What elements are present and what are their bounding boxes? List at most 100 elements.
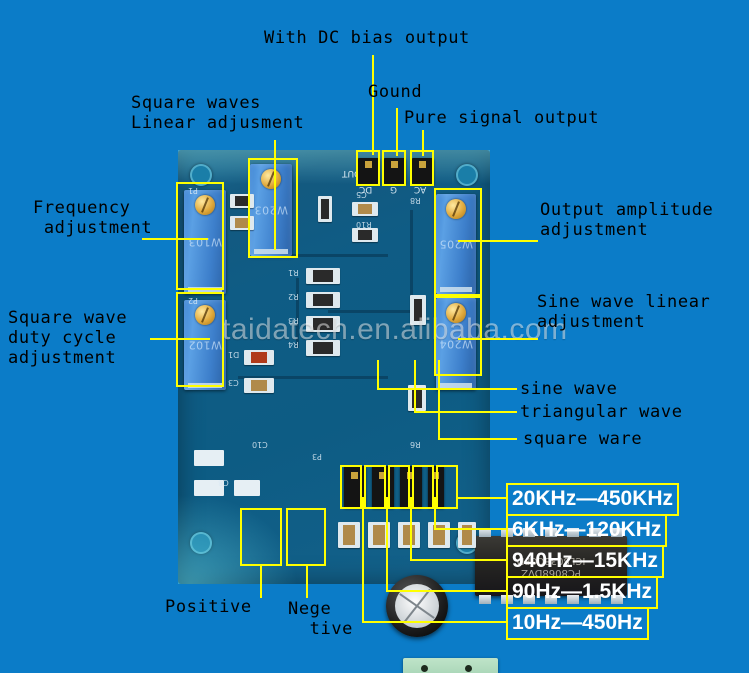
- freq-range-box-1: 20KHz—450KHz: [506, 483, 680, 516]
- highlight-box-sine-linear-pot: [434, 296, 482, 376]
- label-frequency-adjustment: Frequency adjustment: [33, 198, 153, 238]
- refdes-r1: R1: [288, 268, 299, 277]
- pcb-trace: [238, 376, 388, 379]
- pcb-trace: [328, 310, 418, 313]
- leader-range-5-v: [362, 497, 364, 621]
- leader-triangular-v: [414, 360, 416, 412]
- leader-range-4-h: [386, 590, 508, 592]
- label-square-wave-duty-cycle: Square wave duty cycle adjustment: [8, 308, 128, 368]
- refdes-r6: R6: [410, 440, 421, 449]
- highlight-box-dc-pin: [356, 150, 380, 186]
- leader-sine-h: [377, 388, 517, 390]
- smd-resistor: [306, 292, 340, 308]
- trimmer-screw-icon: [446, 303, 466, 323]
- label-square-waves-linear: Square waves Linear adjusment: [131, 93, 305, 133]
- highlight-box-frequency-pot: [176, 182, 224, 290]
- jumper-header-3: [400, 466, 422, 508]
- label-sine-wave: sine wave: [520, 379, 618, 399]
- bottom-capacitor-1: [338, 522, 360, 548]
- leader-sine-linear: [458, 338, 538, 340]
- smd-resistor: [410, 295, 426, 325]
- out-header-ac: [412, 158, 434, 184]
- label-output-amplitude-adjustment: Output amplitude adjustment: [540, 200, 714, 240]
- terminal-hole-2: [465, 665, 472, 672]
- pot-foot: [440, 287, 472, 292]
- label-pure-signal-output: Pure signal output: [404, 108, 600, 128]
- refdes-p3: P3: [312, 452, 322, 461]
- pcb-trace: [410, 210, 413, 330]
- freq-range-box-4: 90Hz—1.5KHz: [506, 576, 659, 609]
- freq-range-box-2: 6KHz—120KHz: [506, 514, 668, 547]
- refdes-d1: D1: [228, 350, 240, 359]
- leader-dc-bias: [372, 55, 374, 155]
- refdes-r3: R3: [288, 316, 299, 325]
- highlight-box-range-3: [388, 465, 410, 509]
- refdes-r8: R8: [410, 196, 421, 205]
- leader-triangular-h: [414, 411, 517, 413]
- leader-ground: [396, 108, 398, 156]
- smd-resistor: [306, 316, 340, 332]
- mounting-hole-bottom-left: [190, 532, 212, 554]
- bottom-capacitor-2: [368, 522, 390, 548]
- label-sine-wave-linear-adjustment: Sine wave linear adjustment: [537, 292, 711, 332]
- pcb-pad: [234, 480, 260, 496]
- out-header-dc: [358, 158, 380, 184]
- leader-range-3-v: [410, 497, 412, 559]
- refdes-r2: R2: [288, 292, 299, 301]
- refdes-c8: C8: [218, 478, 229, 487]
- pcb-trace: [296, 278, 299, 348]
- electrolytic-capacitor: [386, 575, 448, 637]
- smd-capacitor: [352, 202, 378, 216]
- potentiometer-output-amplitude: W205: [436, 194, 476, 294]
- trimmer-screw-icon: [261, 169, 281, 189]
- leader-square-v: [438, 360, 440, 440]
- bottom-capacitor-5: [458, 522, 476, 548]
- leader-range-1: [458, 497, 508, 499]
- smd-capacitor: [244, 378, 274, 393]
- highlight-box-range-4: [364, 465, 386, 509]
- trimmer-screw-icon: [446, 199, 466, 219]
- smd-resistor: [408, 385, 426, 411]
- highlight-box-range-1: [436, 465, 458, 509]
- smd-resistor: [352, 228, 378, 242]
- leader-pure-signal: [422, 130, 424, 156]
- highlight-box-gnd-pin: [382, 150, 406, 186]
- highlight-box-amplitude-pot: [434, 188, 482, 296]
- refdes-r4: R4: [288, 340, 299, 349]
- refdes-c5: C5: [356, 190, 367, 199]
- leader-range-2-v: [434, 497, 436, 528]
- smd-resistor: [306, 340, 340, 356]
- highlight-box-square-linear-pot: [248, 158, 298, 258]
- mounting-hole-top-right: [456, 164, 478, 186]
- leader-square-linear: [274, 140, 276, 250]
- refdes-c10: C10: [252, 440, 268, 449]
- terminal-hole-1: [421, 665, 428, 672]
- bottom-capacitor-3: [398, 522, 420, 548]
- leader-range-2-h: [434, 528, 508, 530]
- label-ground: Gound: [368, 82, 423, 102]
- pot-foot: [254, 249, 288, 254]
- label-square-ware: square ware: [523, 429, 643, 449]
- highlight-box-range-5: [340, 465, 362, 509]
- highlight-box-range-2: [412, 465, 434, 509]
- pcb-pad: [194, 480, 224, 496]
- freq-range-box-5: 10Hz—450Hz: [506, 607, 649, 640]
- label-positive: Positive: [165, 597, 252, 617]
- potentiometer-frequency: W103: [184, 190, 226, 294]
- leader-sine-v: [377, 360, 379, 390]
- pcb-trace: [268, 254, 388, 257]
- potentiometer-duty-cycle: W102: [184, 300, 226, 390]
- trimmer-screw-icon: [195, 305, 215, 325]
- bottom-capacitor-4: [428, 522, 450, 548]
- smd-resistor: [306, 268, 340, 284]
- freq-range-box-3: 940Hz—15KHz: [506, 545, 664, 578]
- leader-square-h: [438, 438, 517, 440]
- leader-range-4-v: [386, 497, 388, 590]
- pcb-pad: [194, 450, 224, 466]
- label-triangular-wave: triangular wave: [520, 402, 683, 422]
- leader-positive: [260, 566, 262, 598]
- pot-foot: [440, 383, 472, 388]
- smd-resistor: [318, 196, 332, 222]
- refdes-r10: R10: [356, 220, 372, 229]
